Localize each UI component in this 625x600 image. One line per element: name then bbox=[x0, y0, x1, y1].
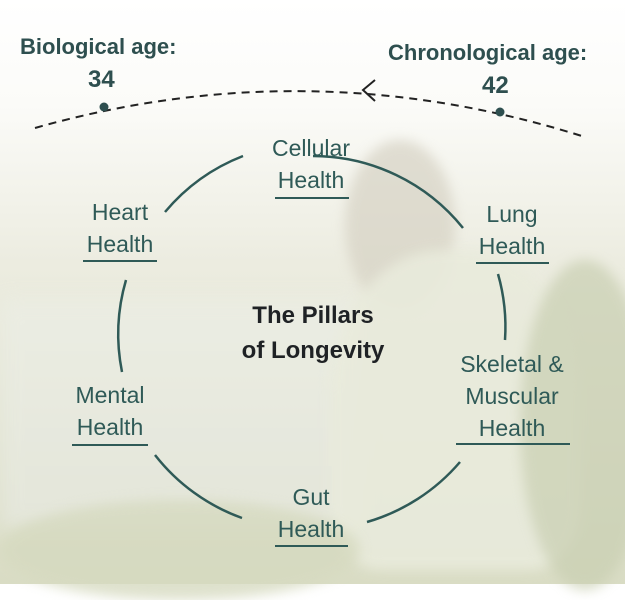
arrow-left-icon bbox=[361, 79, 376, 102]
underline bbox=[456, 443, 570, 445]
underline bbox=[275, 545, 348, 547]
pillar-label-line: Health bbox=[277, 167, 345, 193]
pillar-label-line: Skeletal & bbox=[460, 351, 564, 377]
pillar-label-line: Heart bbox=[91, 199, 149, 225]
title-line1: The Pillars bbox=[252, 302, 374, 329]
biological-age-dot bbox=[99, 102, 109, 112]
pillar-gut-health: Gut Health bbox=[278, 481, 344, 545]
pillar-label-line: Muscular bbox=[465, 383, 559, 409]
pillar-label-line: Health bbox=[86, 231, 154, 257]
underline bbox=[275, 197, 349, 199]
chronological-age-value: 42 bbox=[482, 72, 509, 99]
underline bbox=[83, 260, 157, 262]
pillar-label-line: Cellular bbox=[272, 135, 350, 161]
chronological-age-label: Chronological age: bbox=[388, 40, 588, 65]
background-sea bbox=[0, 300, 360, 530]
pillar-mental-health: Mental Health bbox=[75, 379, 144, 443]
age-timeline-dashed-arc bbox=[34, 90, 586, 138]
underline bbox=[72, 444, 148, 446]
chronological-age-dot bbox=[495, 107, 505, 117]
pillar-label-line: Lung bbox=[486, 201, 538, 227]
pillar-lung-health: Lung Health bbox=[479, 198, 545, 262]
pillar-label-line: Mental bbox=[75, 382, 145, 408]
biological-age-value: 34 bbox=[88, 66, 115, 93]
pillar-label-line: Health bbox=[478, 415, 546, 441]
pillar-cellular-health: Cellular Health bbox=[272, 132, 350, 196]
background-grass bbox=[0, 500, 360, 600]
pillar-label-line: Health bbox=[76, 414, 144, 440]
arc-heart-cellular bbox=[164, 154, 244, 213]
pillar-label-line: Health bbox=[277, 516, 345, 542]
underline bbox=[476, 262, 549, 264]
arc-lung-skeletal bbox=[496, 273, 507, 341]
diagram-title: The Pillars of Longevity bbox=[242, 298, 385, 368]
arc-gut-mental bbox=[154, 454, 243, 520]
title-line2: of Longevity bbox=[241, 337, 385, 364]
pillar-heart-health: Heart Health bbox=[87, 196, 153, 260]
pillar-label-line: Health bbox=[478, 233, 546, 259]
arc-skeletal-gut bbox=[366, 461, 461, 524]
arc-cellular-lung bbox=[312, 154, 464, 229]
diagram-lines bbox=[34, 79, 586, 524]
biological-age-label: Biological age: bbox=[20, 34, 177, 59]
pillar-skeletal-muscular-health: Skeletal & Muscular Health bbox=[460, 348, 564, 444]
arc-mental-heart bbox=[117, 279, 128, 373]
background-foliage bbox=[520, 260, 625, 590]
pillar-label-line: Gut bbox=[292, 484, 330, 510]
